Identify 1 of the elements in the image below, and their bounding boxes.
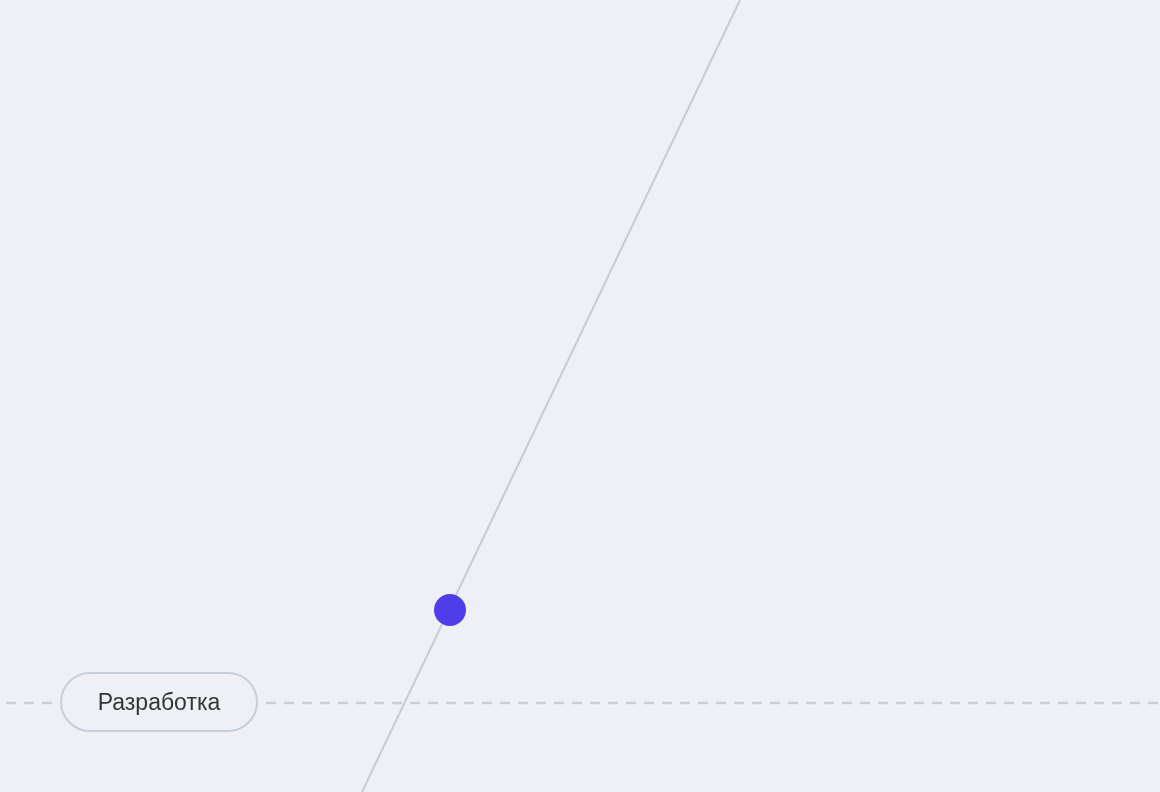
pill-label-box: Разработка xyxy=(60,672,258,732)
